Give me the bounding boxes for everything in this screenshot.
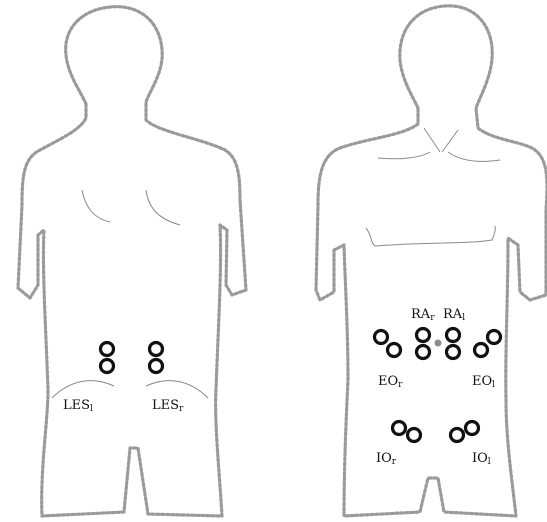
label-les-right: LESr (152, 398, 184, 414)
les-right-electrode-upper (150, 343, 163, 356)
label-eo-left-sub: l (492, 380, 495, 390)
les-left-electrode-upper (101, 343, 114, 356)
eo-left-electrode-lower (475, 344, 488, 357)
front-clavicle-right (448, 152, 500, 161)
label-les-left-sub: l (90, 404, 93, 414)
label-eo-right: EOr (378, 374, 403, 390)
back-view (18, 7, 246, 516)
label-eo-right-sub: r (398, 380, 403, 390)
ra-right-electrode-pair (417, 329, 430, 359)
ra-right-electrode-lower (417, 346, 430, 359)
label-ra-right: RAr (411, 307, 435, 323)
les-right-electrode-lower (150, 360, 163, 373)
front-neck-line-left (424, 128, 440, 152)
label-ra-right-base: RA (411, 307, 431, 322)
io-right-electrode-right (408, 429, 421, 442)
io-left-electrode-left (451, 429, 464, 442)
eo-right-electrode-pair (375, 331, 401, 357)
back-lower-curve-right (146, 381, 208, 398)
label-ra-left: RAl (443, 307, 465, 323)
label-io-left-base: IO (472, 451, 488, 466)
io-left-electrode-pair (451, 422, 479, 442)
label-les-left-base: LES (63, 398, 90, 413)
label-ra-right-sub: r (430, 313, 435, 323)
label-ra-left-sub: l (462, 313, 465, 323)
label-io-left: IOl (472, 451, 491, 467)
front-body-outline (316, 6, 547, 516)
reference-dot (435, 340, 442, 347)
label-io-right-base: IO (376, 451, 392, 466)
io-left-electrode-right (466, 422, 479, 435)
label-io-right: IOr (376, 451, 397, 467)
back-shoulder-blade-left (82, 190, 110, 222)
front-view (316, 6, 547, 516)
front-clavicle-left (378, 152, 430, 159)
back-shoulder-blade-right (146, 190, 180, 225)
ra-left-electrode-lower (447, 346, 460, 359)
label-io-left-sub: l (488, 457, 491, 467)
label-les-right-base: LES (152, 398, 179, 413)
eo-left-electrode-upper (488, 331, 501, 344)
les-right-electrode-pair (150, 343, 163, 373)
les-left-electrode-lower (101, 360, 114, 373)
les-left-electrode-pair (101, 343, 114, 373)
eo-right-electrode-upper (375, 331, 388, 344)
label-eo-right-base: EO (378, 374, 398, 389)
label-eo-left: EOl (472, 374, 495, 390)
label-eo-left-base: EO (472, 374, 492, 389)
label-les-right-sub: r (179, 404, 184, 414)
front-neck-line-right (442, 130, 458, 152)
eo-right-electrode-lower (388, 344, 401, 357)
ra-left-electrode-upper (447, 329, 460, 342)
label-les-left: LESl (63, 398, 93, 414)
io-right-electrode-left (393, 422, 406, 435)
ra-left-electrode-pair (447, 329, 460, 359)
ra-right-electrode-upper (417, 329, 430, 342)
label-ra-left-base: RA (443, 307, 463, 322)
back-lower-curve-left (52, 381, 114, 398)
io-right-electrode-pair (393, 422, 421, 442)
back-body-outline (18, 7, 246, 516)
label-io-right-sub: r (392, 457, 397, 467)
front-chest-line (366, 226, 495, 246)
eo-left-electrode-pair (475, 331, 501, 357)
